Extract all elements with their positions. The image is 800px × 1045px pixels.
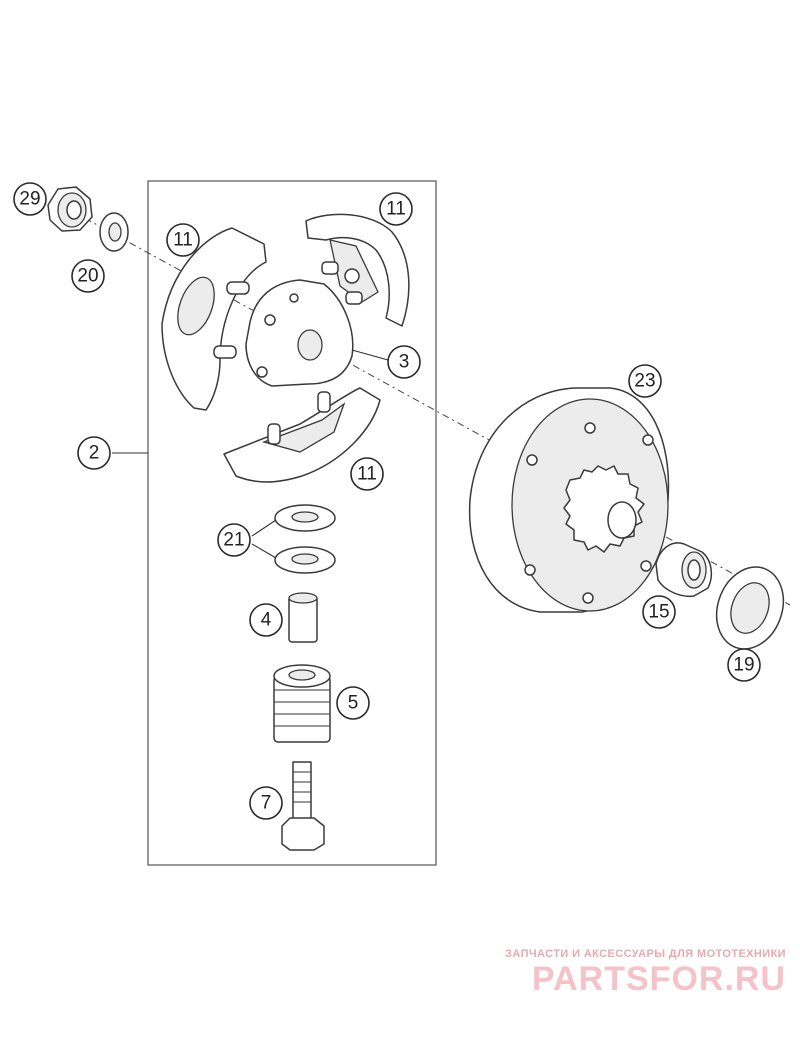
- svg-text:21: 21: [223, 530, 244, 551]
- callout-11-left: 11: [166, 223, 200, 257]
- callout-7: 7: [249, 786, 283, 820]
- svg-text:5: 5: [348, 693, 359, 714]
- svg-text:3: 3: [399, 352, 410, 373]
- watermark: ЗАПЧАСТИ И АКСЕССУАРЫ ДЛЯ МОТОТЕХНИКИ PA…: [486, 948, 786, 998]
- callout-5: 5: [336, 686, 370, 720]
- callout-2: 2: [77, 436, 111, 470]
- leader-21-a: [251, 519, 277, 537]
- clutch-shoe-top: [305, 213, 410, 327]
- sleeve-4: [288, 592, 318, 643]
- callout-15: 15: [642, 595, 676, 629]
- washer-21-upper: [274, 504, 336, 532]
- watermark-brand: PARTSFOR.RU: [531, 960, 786, 998]
- callout-4: 4: [249, 603, 283, 637]
- bolt-7: [281, 761, 325, 851]
- leader-3: [351, 349, 389, 361]
- clutch-shoe-bottom: [223, 387, 381, 483]
- svg-text:23: 23: [634, 371, 655, 392]
- drum-gear: [563, 465, 645, 553]
- spring-washers-5: [273, 664, 331, 743]
- callout-19: 19: [727, 648, 761, 682]
- svg-text:11: 11: [386, 199, 406, 220]
- callout-11-bottom: 11: [350, 457, 384, 491]
- callout-29: 29: [13, 182, 47, 216]
- callout-23: 23: [628, 364, 662, 398]
- svg-text:11: 11: [173, 230, 193, 251]
- svg-text:2: 2: [89, 443, 100, 464]
- leader-21-b: [251, 543, 277, 559]
- svg-text:29: 29: [19, 189, 40, 210]
- assembly-frame: [147, 180, 437, 866]
- clutch-shoe-left: [161, 227, 267, 411]
- watermark-tagline: ЗАПЧАСТИ И АКСЕССУАРЫ ДЛЯ МОТОТЕХНИКИ: [505, 948, 786, 960]
- svg-text:7: 7: [261, 793, 272, 814]
- carrier-plate-3: [245, 279, 354, 387]
- callout-21: 21: [217, 523, 251, 557]
- callout-11-top: 11: [379, 192, 413, 226]
- thrust-washer-19: [715, 566, 785, 650]
- washer-21-lower: [274, 546, 336, 574]
- svg-text:20: 20: [77, 266, 98, 287]
- callout-20: 20: [71, 259, 105, 293]
- svg-text:15: 15: [648, 602, 669, 623]
- needle-bearing-15: [655, 542, 713, 598]
- svg-text:11: 11: [357, 464, 377, 485]
- nut-29: [47, 186, 93, 232]
- callout-3: 3: [387, 345, 421, 379]
- svg-text:4: 4: [261, 610, 272, 631]
- washer-20: [99, 212, 129, 252]
- svg-text:19: 19: [733, 655, 754, 676]
